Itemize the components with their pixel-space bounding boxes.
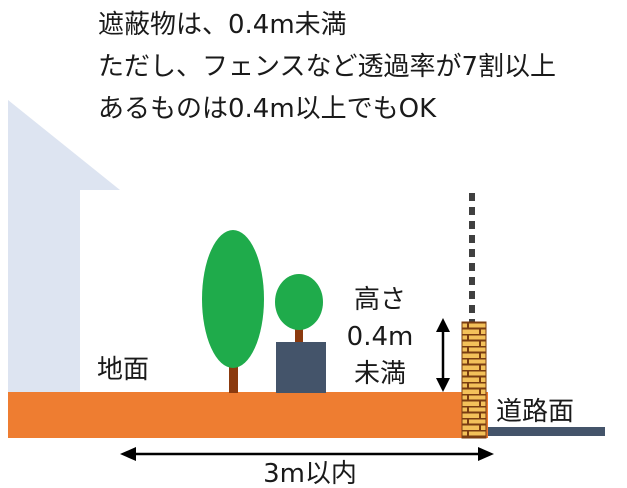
distance-arrow bbox=[120, 447, 494, 461]
planter-box bbox=[276, 342, 326, 393]
ground-strip bbox=[8, 392, 488, 438]
road-surface bbox=[488, 427, 605, 436]
note-line-2: ただし、フェンスなど透過率が7割以上 bbox=[98, 52, 556, 82]
height-label-line1: 高さ bbox=[354, 285, 406, 315]
road-label: 道路面 bbox=[496, 397, 574, 427]
note-line-1: 遮蔽物は、0.4m未満 bbox=[98, 10, 347, 40]
distance-label: 3m以内 bbox=[263, 459, 357, 488]
height-arrow bbox=[436, 318, 450, 392]
note-line-3: あるものは0.4m以上でもOK bbox=[98, 94, 437, 124]
brick-wall bbox=[461, 321, 487, 439]
tall-tree bbox=[202, 230, 264, 393]
ground-label: 地面 bbox=[97, 355, 149, 385]
height-label-line3: 未満 bbox=[354, 359, 406, 389]
potted-plant bbox=[275, 274, 326, 393]
house-silhouette bbox=[8, 100, 120, 392]
height-label-line2: 0.4m bbox=[347, 322, 414, 352]
